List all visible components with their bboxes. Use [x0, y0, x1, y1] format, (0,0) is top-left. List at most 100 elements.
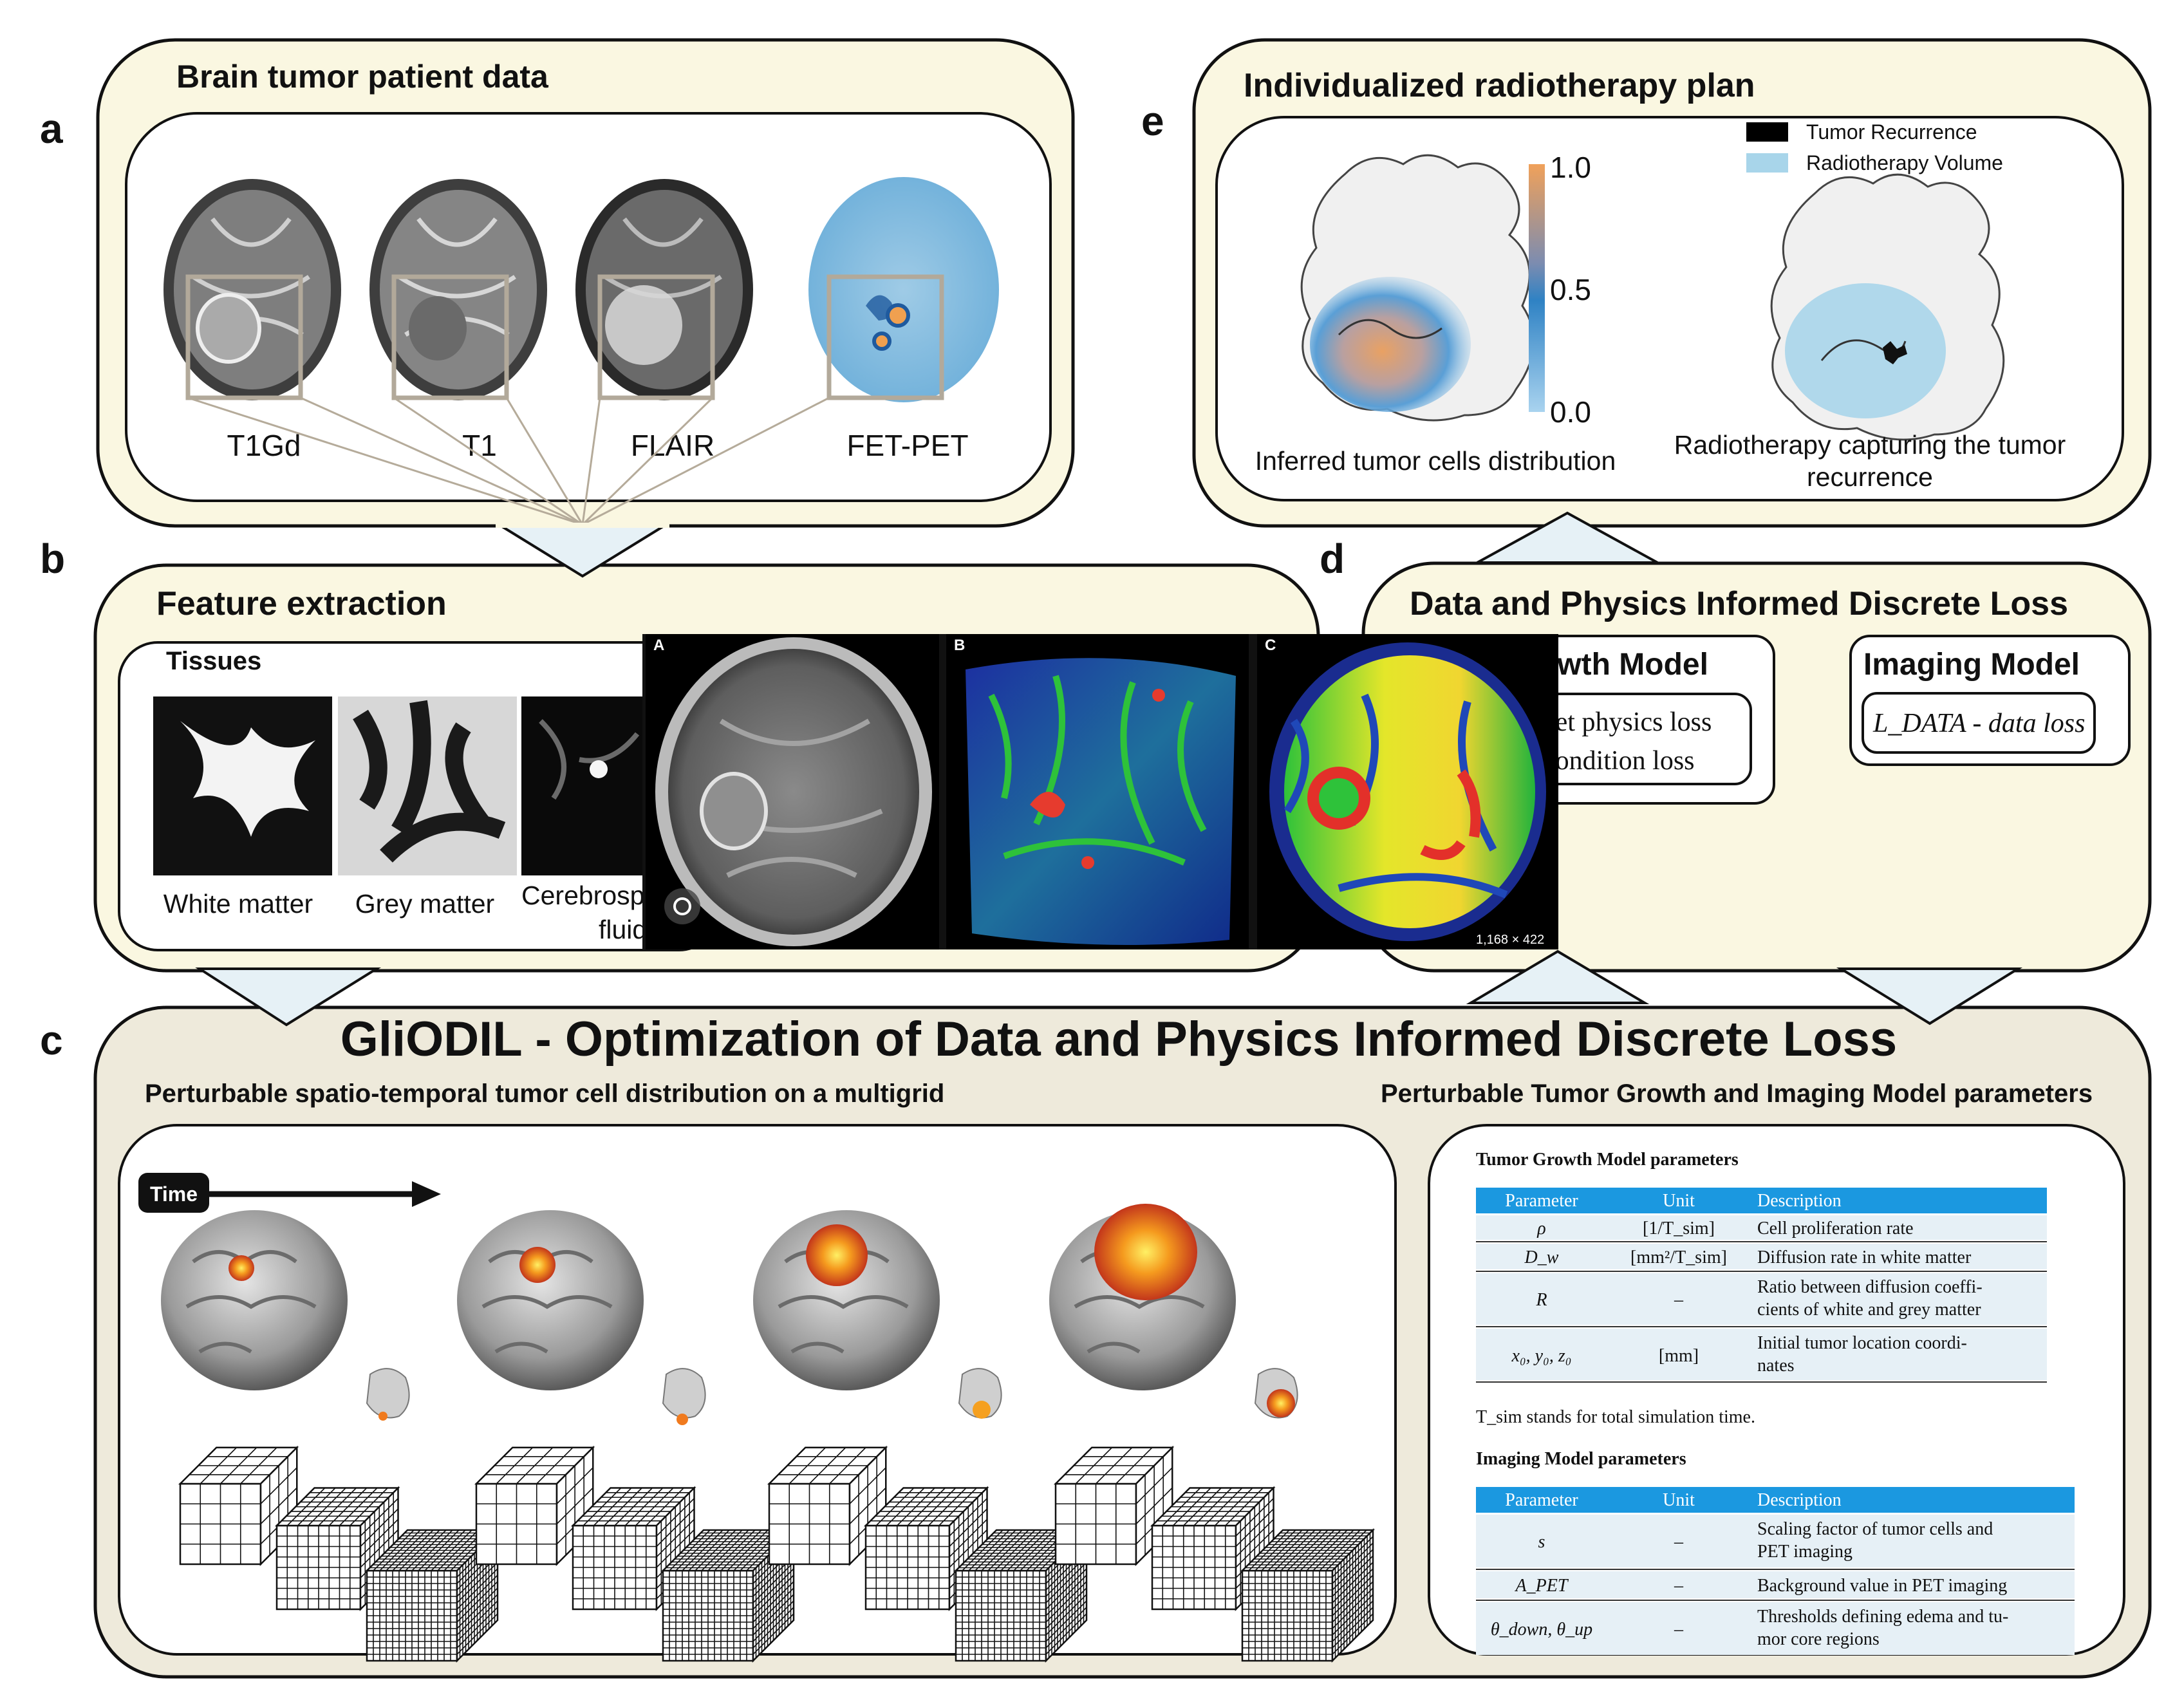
- time-label: Time: [150, 1182, 198, 1206]
- brain-radiotherapy: [1770, 173, 2005, 441]
- brain-heatmap: [1300, 154, 1535, 422]
- imaging-model-title: Imaging Model: [1863, 648, 2080, 682]
- imaging-row2-desc: Background value in PET imaging: [1757, 1576, 2007, 1596]
- caption-inferred: Inferred tumor cells distribution: [1255, 446, 1616, 476]
- imaging-loss-label: L_DATA - data loss: [1872, 709, 2085, 738]
- growth-row4-unit: [mm]: [1659, 1346, 1699, 1366]
- tissues-title: Tissues: [166, 647, 261, 675]
- arrow-b-to-c: [195, 967, 382, 1027]
- modality-label-t1: T1: [462, 429, 497, 462]
- imaging-row1-unit: –: [1674, 1532, 1684, 1552]
- legend-swatch-recurrence: [1746, 122, 1788, 142]
- growth-row3-desc-line1: Ratio between diffusion coeffi-: [1757, 1277, 1983, 1297]
- colorbar: [1529, 164, 1545, 412]
- arrow-c-to-d: [1466, 949, 1650, 1004]
- imaging-row1-desc-line1: Scaling factor of tumor cells and: [1757, 1519, 1993, 1539]
- brain-3d-row: [161, 1204, 1298, 1425]
- tissue-maps: [153, 696, 689, 875]
- imaging-table: Parameter Unit Description s – Scaling f…: [1476, 1487, 2075, 1655]
- imaging-table-header: [1476, 1487, 2075, 1513]
- caption-radiotherapy-line2: recurrence: [1807, 462, 1933, 492]
- imaging-row3-unit: –: [1674, 1620, 1684, 1640]
- overlay-image-c: C 1,168 × 422: [1257, 634, 1558, 949]
- modality-label-fetpet: FET-PET: [846, 429, 968, 462]
- colorbar-tick-mid: 0.5: [1550, 273, 1591, 306]
- brain-3d-t3: [753, 1210, 1002, 1419]
- growth-row4-param: x₀, y₀, z₀: [1511, 1346, 1572, 1366]
- growth-header-unit: Unit: [1663, 1191, 1695, 1211]
- overlay-label-a: A: [653, 637, 664, 654]
- grid-cube: [767, 1445, 888, 1567]
- multigrid-cubes: [178, 1445, 1376, 1663]
- mri-fetpet-image: [808, 177, 999, 402]
- growth-table: Parameter Unit Description ρ [1/T_sim] C…: [1476, 1188, 2047, 1383]
- panel-b-title: Feature extraction: [156, 585, 447, 622]
- growth-table-header: [1476, 1188, 2047, 1213]
- growth-row2-unit: [mm²/T_sim]: [1630, 1247, 1727, 1267]
- growth-row4-desc-line2: nates: [1757, 1356, 1795, 1376]
- overlay-image-strip: A B C 1,168 × 422: [642, 634, 1558, 949]
- growth-row3-unit: –: [1674, 1290, 1684, 1310]
- panel-d-title: Data and Physics Informed Discrete Loss: [1410, 585, 2068, 622]
- brain-3d-t2: [457, 1210, 706, 1425]
- grid-cube: [1150, 1486, 1276, 1612]
- imaging-row2-param: A_PET: [1515, 1576, 1569, 1596]
- grid-cube: [1053, 1445, 1175, 1567]
- imaging-row3-param: θ_down, θ_up: [1491, 1620, 1592, 1640]
- tissue-label-csf-line1: Cerebrosp: [521, 881, 644, 910]
- growth-header-parameter: Parameter: [1505, 1191, 1578, 1211]
- growth-loss-condition: condition loss: [1544, 746, 1695, 776]
- colorbar-tick-min: 0.0: [1550, 395, 1591, 429]
- modality-label-flair: FLAIR: [631, 429, 714, 462]
- panel-d-letter: d: [1320, 536, 1345, 582]
- overlay-image-a: A: [646, 634, 939, 949]
- time-badge: [138, 1173, 209, 1213]
- growth-row4-desc-line1: Initial tumor location coordi-: [1757, 1333, 1967, 1353]
- tissue-label-grey-matter: Grey matter: [355, 889, 494, 919]
- growth-model-title: owth Model: [1538, 648, 1708, 682]
- caption-radiotherapy-line1: Radiotherapy capturing the tumor: [1674, 430, 2066, 460]
- time-arrow: Time: [138, 1173, 441, 1213]
- brain-3d-t4: [1049, 1204, 1298, 1419]
- grid-cube: [660, 1528, 796, 1663]
- panel-c-letter: c: [40, 1017, 63, 1063]
- growth-table-title: Tumor Growth Model parameters: [1476, 1150, 1739, 1170]
- legend-label-radiotherapy: Radiotherapy Volume: [1806, 151, 2003, 174]
- legend-label-recurrence: Tumor Recurrence: [1806, 120, 1977, 144]
- imaging-header-unit: Unit: [1663, 1490, 1695, 1510]
- mri-t1-image: [369, 179, 547, 400]
- growth-header-description: Description: [1757, 1191, 1842, 1211]
- imaging-table-title: Imaging Model parameters: [1476, 1449, 1686, 1469]
- imaging-header-description: Description: [1757, 1490, 1842, 1510]
- panel-c-title: GliODIL - Optimization of Data and Physi…: [341, 1012, 1897, 1067]
- imaging-row1-param: s: [1538, 1532, 1545, 1552]
- imaging-row3-desc-line2: mor core regions: [1757, 1629, 1880, 1649]
- growth-row2-desc: Diffusion rate in white matter: [1757, 1247, 1972, 1267]
- arrow-d-to-c: [1836, 967, 2023, 1025]
- imaging-row3-desc-line1: Thresholds defining edema and tu-: [1757, 1607, 2008, 1627]
- modality-label-t1gd: T1Gd: [227, 429, 301, 462]
- tissue-label-white-matter: White matter: [163, 889, 313, 919]
- crop-connector-lines: [187, 397, 830, 526]
- mri-t1gd-image: [163, 179, 341, 400]
- panel-e-letter: e: [1141, 98, 1164, 144]
- mri-flair-image: [575, 179, 753, 400]
- colorbar-tick-max: 1.0: [1550, 151, 1591, 184]
- panel-c-left-subtitle: Perturbable spatio-temporal tumor cell d…: [145, 1079, 944, 1108]
- panel-a-title: Brain tumor patient data: [176, 59, 549, 95]
- growth-row1-param: ρ: [1536, 1219, 1545, 1238]
- tissue-label-csf-line2: fluid: [599, 915, 647, 944]
- overlay-image-b: B: [946, 634, 1249, 949]
- imaging-loss-box: [1862, 692, 2096, 754]
- overlay-size-label: 1,168 × 422: [1476, 933, 1544, 947]
- panel-c-right-subtitle: Perturbable Tumor Growth and Imaging Mod…: [1381, 1079, 2093, 1108]
- imaging-row2-unit: –: [1674, 1576, 1684, 1596]
- panel-b-letter: b: [40, 536, 65, 582]
- growth-loss-physics: eet physics loss: [1544, 707, 1712, 737]
- growth-row3-param: R: [1535, 1290, 1547, 1310]
- growth-row2-param: D_w: [1524, 1247, 1559, 1267]
- tsim-note: T_sim stands for total simulation time.: [1476, 1407, 1755, 1427]
- mri-scans: [163, 177, 999, 402]
- overlay-label-b: B: [954, 637, 965, 654]
